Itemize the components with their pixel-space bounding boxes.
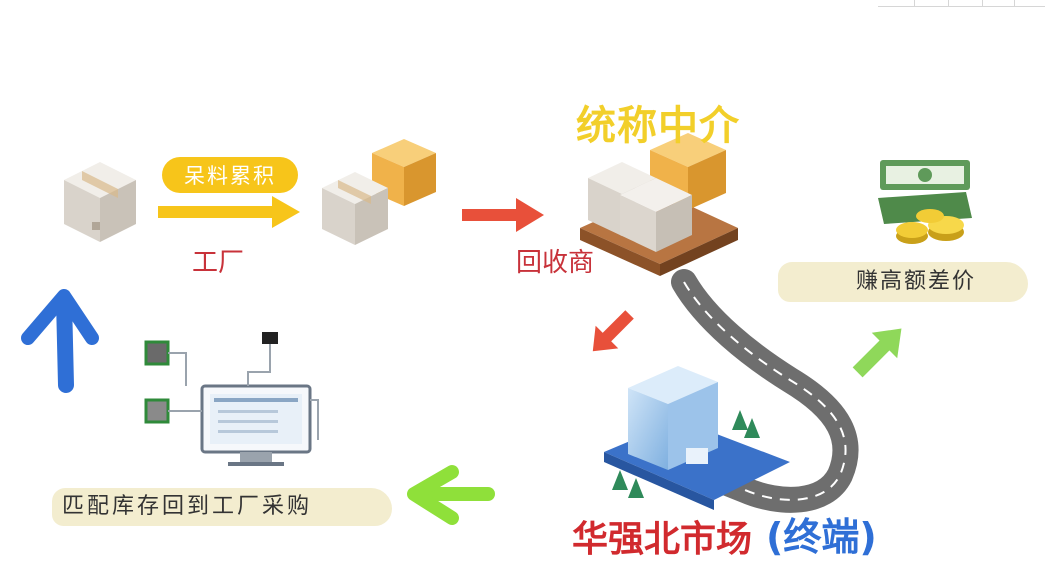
road-icon [671,269,859,513]
middleman-label: 统称中介 [576,103,740,149]
market-terminal-label: (终端) [766,515,877,559]
bom-monitor-icon [144,332,319,466]
red-arrow [462,198,544,232]
money-stack-icon [878,160,972,244]
blue-up-arrow [21,289,99,393]
accumulate-label: 呆料累积 [162,157,298,193]
factory-label: 工厂 [192,248,245,278]
match-label-backdrop [52,488,392,526]
factory-box-icon [64,162,136,242]
pallet-boxes-icon [580,133,738,276]
green-left-arrow [407,465,495,525]
corner-table-fragment [878,0,1045,7]
yellow-arrow [158,196,300,228]
orange-arrow-down [592,310,634,352]
recycler-label: 回收商 [516,248,595,278]
green-arrow-up [852,328,902,378]
stacked-boxes-icon [322,139,436,245]
profit-label: 赚高额差价 [856,269,977,294]
profit-label-backdrop [778,262,1028,302]
market-name-label: 华强北市场 [572,519,753,560]
match-back-label: 匹配库存回到工厂采购 [62,494,313,519]
office-building-icon [604,366,790,510]
